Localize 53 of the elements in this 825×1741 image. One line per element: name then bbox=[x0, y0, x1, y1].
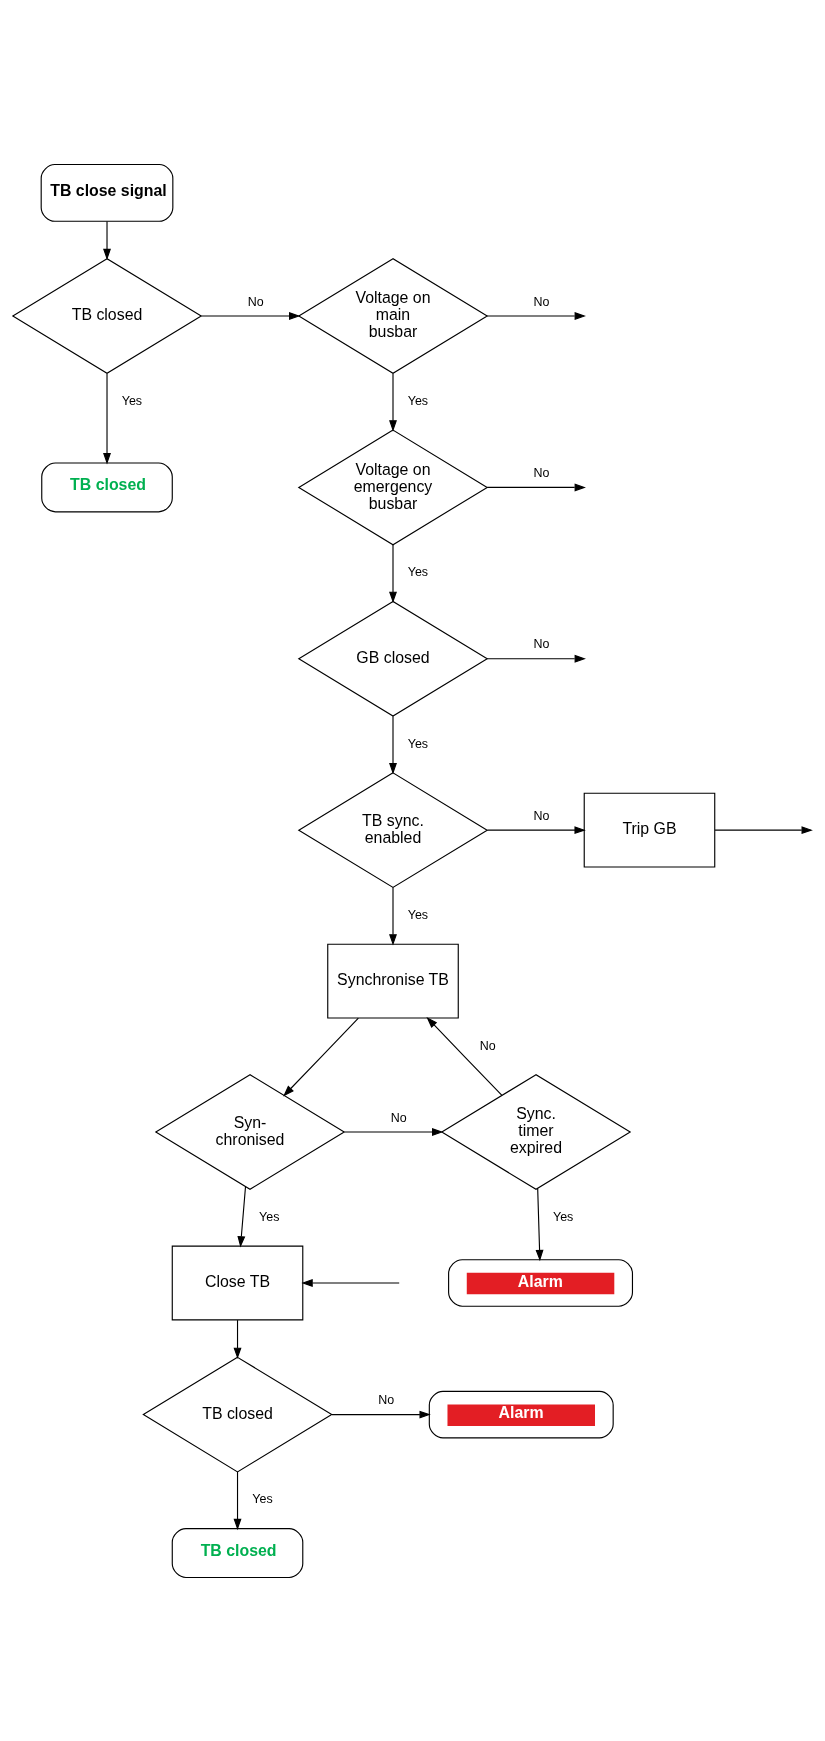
arrow bbox=[301, 1278, 400, 1287]
arrow bbox=[486, 654, 586, 663]
edge-label: No bbox=[533, 636, 550, 651]
arrow bbox=[331, 1410, 431, 1419]
node-diamond: Sync. timer expired bbox=[440, 1073, 632, 1190]
node-diamond: GB closed bbox=[297, 600, 489, 717]
node-box: Alarm bbox=[428, 1390, 614, 1438]
arrow bbox=[283, 1017, 359, 1096]
edge-label: No bbox=[533, 294, 550, 309]
arrow bbox=[486, 311, 586, 320]
edge-label: No bbox=[247, 294, 264, 309]
arrow bbox=[389, 715, 397, 774]
node-box: TB close signal bbox=[40, 163, 174, 222]
edge-label: Yes bbox=[407, 564, 429, 579]
arrow bbox=[389, 886, 397, 946]
edge-label: Yes bbox=[407, 907, 429, 922]
arrow bbox=[103, 220, 111, 260]
edge-label: Yes bbox=[407, 736, 429, 751]
node-diamond: TB sync. enabled bbox=[297, 771, 489, 888]
edge-label: No bbox=[533, 465, 550, 480]
node-box: Close TB bbox=[171, 1245, 304, 1320]
arrow bbox=[200, 311, 301, 320]
arrow bbox=[486, 482, 586, 491]
arrow bbox=[233, 1319, 242, 1359]
arrow bbox=[103, 372, 111, 464]
edge-label: No bbox=[479, 1038, 496, 1053]
node-box: Alarm bbox=[448, 1258, 634, 1307]
arrow bbox=[237, 1185, 247, 1248]
node-diamond: TB closed bbox=[142, 1356, 333, 1473]
arrow bbox=[389, 372, 397, 432]
edge-label: Yes bbox=[553, 1209, 574, 1224]
arrow bbox=[426, 1016, 503, 1096]
arrow bbox=[389, 543, 397, 603]
edge-label: No bbox=[533, 808, 550, 823]
arrow bbox=[233, 1470, 242, 1530]
arrow bbox=[535, 1187, 544, 1261]
edge-label: No bbox=[390, 1110, 407, 1125]
node-diamond: Voltage on main busbar bbox=[297, 257, 489, 374]
node-box: TB closed bbox=[171, 1527, 304, 1578]
arrow bbox=[714, 825, 813, 834]
arrow bbox=[343, 1127, 444, 1136]
edge-label: Yes bbox=[259, 1209, 280, 1224]
arrow bbox=[486, 825, 586, 834]
node-box: Synchronise TB bbox=[327, 943, 459, 1019]
edge-label: Yes bbox=[121, 393, 143, 408]
node-box: TB closed bbox=[41, 461, 173, 512]
node-diamond: Syn- chronised bbox=[154, 1073, 346, 1190]
node-diamond: TB closed bbox=[11, 257, 203, 374]
node-box: Trip GB bbox=[583, 792, 716, 868]
edge-label: Yes bbox=[407, 393, 429, 408]
edge-label: Yes bbox=[252, 1491, 273, 1506]
edge-label: No bbox=[378, 1392, 395, 1407]
node-diamond: Voltage on emergency busbar bbox=[297, 428, 489, 545]
